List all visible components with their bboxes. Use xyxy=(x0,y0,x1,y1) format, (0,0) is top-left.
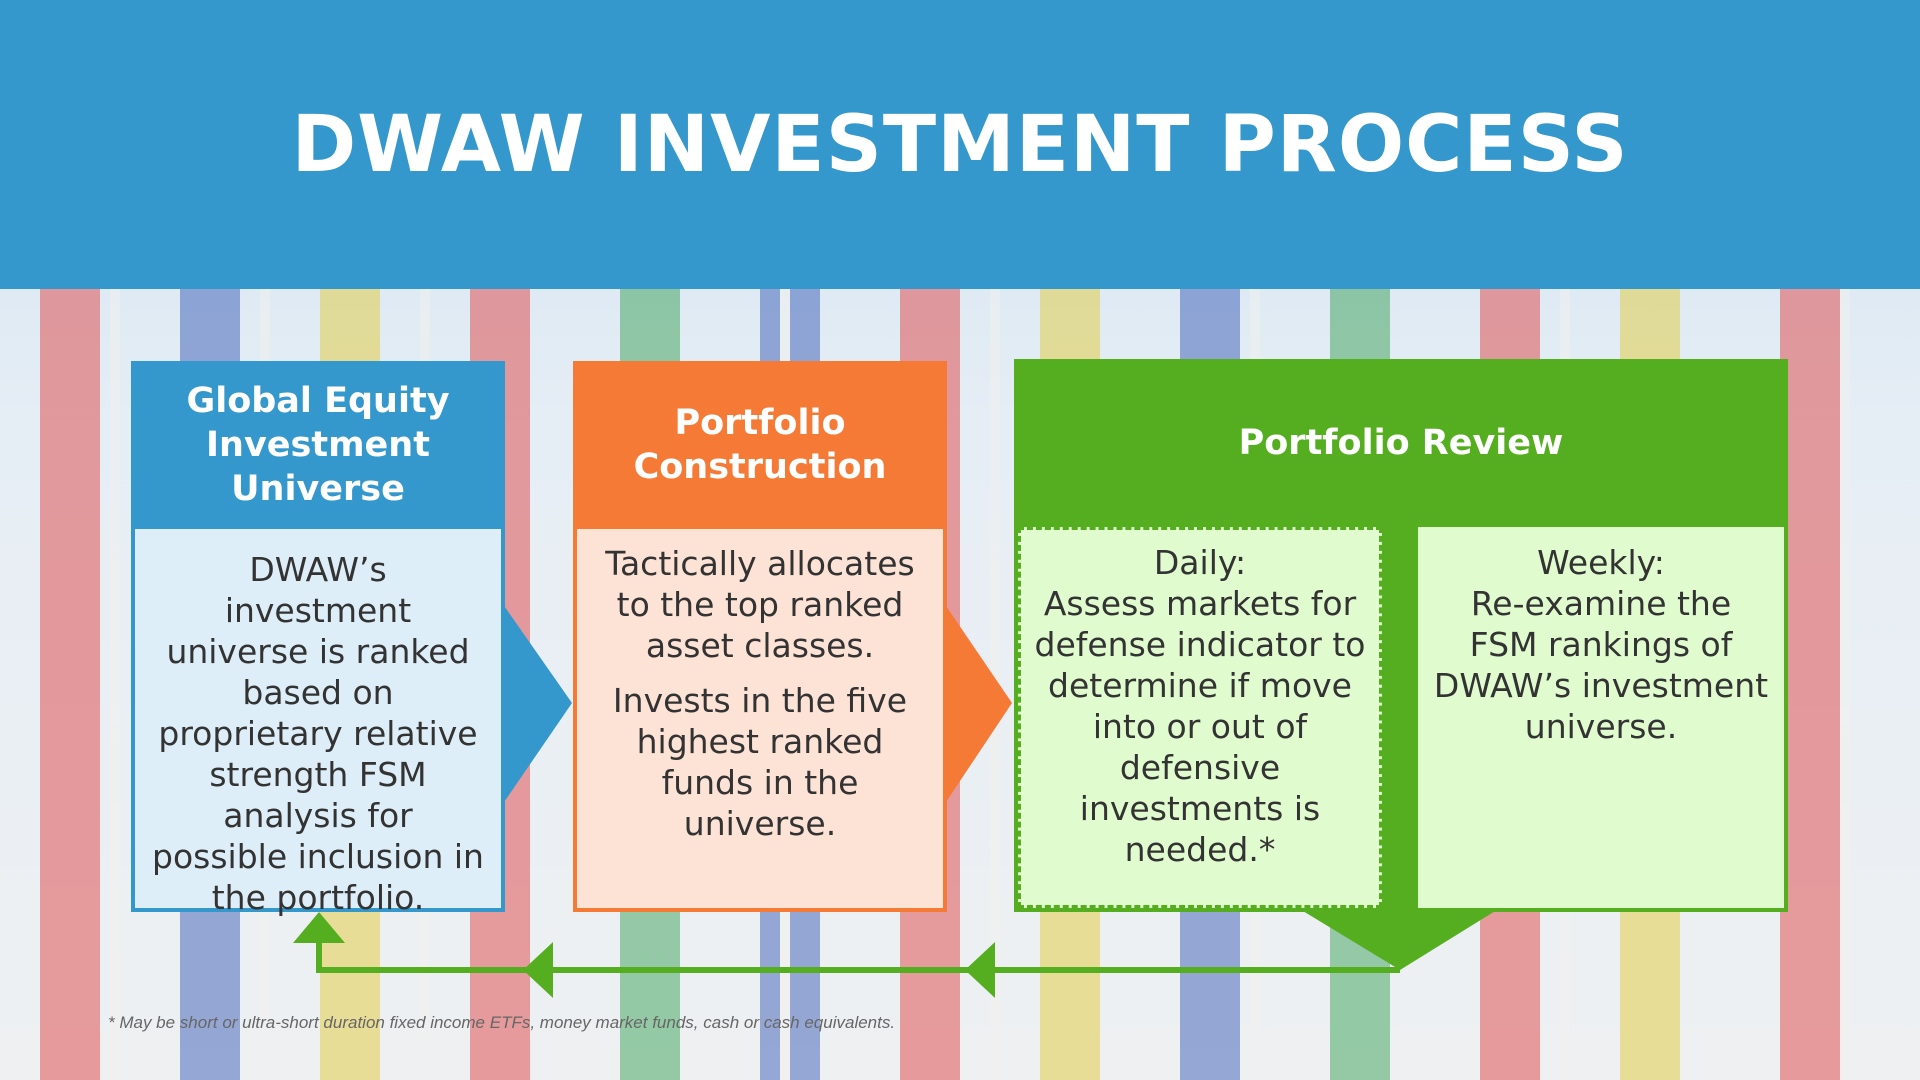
feedback-arrowhead-up xyxy=(293,912,345,943)
footnote: * May be short or ultra-short duration f… xyxy=(108,1013,896,1032)
step-portfolio-construction: Portfolio Construction Tactically alloca… xyxy=(573,361,947,912)
daily-label: Daily: xyxy=(1153,543,1247,582)
step-heading: Global Equity Investment Universe xyxy=(186,381,450,509)
arrow-step1-to-step2 xyxy=(500,600,572,808)
review-down-arrow xyxy=(1298,908,1500,970)
feedback-arrowhead-left-1 xyxy=(523,942,553,998)
weekly-text: Re-examine the FSM rankings of DWAW’s in… xyxy=(1433,584,1769,746)
review-daily: Daily: Assess markets for defense indica… xyxy=(1018,527,1382,908)
feedback-arrowhead-left-2 xyxy=(965,942,995,998)
step-text: DWAW’s investment universe is ranked bas… xyxy=(152,550,484,917)
review-weekly: Weekly: Re-examine the FSM rankings of D… xyxy=(1418,527,1784,908)
step-body: DWAW’s investment universe is ranked bas… xyxy=(135,529,501,917)
weekly-label: Weekly: xyxy=(1537,543,1665,582)
title-banner: DWAW INVESTMENT PROCESS xyxy=(0,0,1920,289)
step-text: Tactically allocates to the top ranked a… xyxy=(605,544,915,665)
step-global-equity-universe: Global Equity Investment Universe DWAW’s… xyxy=(131,361,505,917)
page-title: DWAW INVESTMENT PROCESS xyxy=(291,99,1629,190)
arrow-step2-to-step3 xyxy=(942,600,1012,808)
feedback-line xyxy=(316,935,1400,973)
daily-text: Assess markets for defense indicator to … xyxy=(1034,584,1366,869)
step-heading: Portfolio Construction xyxy=(633,403,887,487)
step-portfolio-review: Portfolio Review Daily: Assess markets f… xyxy=(1014,359,1788,912)
step-heading: Portfolio Review xyxy=(1238,423,1564,463)
step-body: Tactically allocates to the top ranked a… xyxy=(577,529,943,908)
step-text: Invests in the five highest ranked funds… xyxy=(612,681,908,843)
